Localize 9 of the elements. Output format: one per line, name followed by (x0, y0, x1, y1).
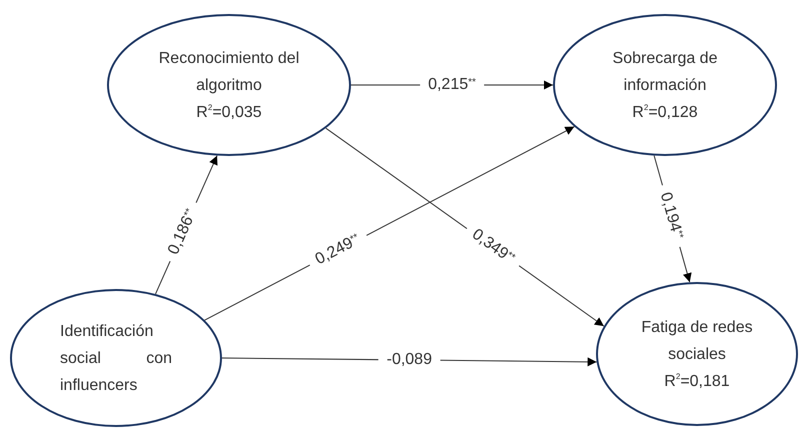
construct-label: R$^{2}$=0,035 (196, 102, 262, 122)
construct-label: Reconocimiento del algoritmo (158, 48, 300, 96)
construct-label: Sobrecarga de información (612, 48, 718, 96)
path-coefficient: -0,089 (378, 350, 440, 369)
construct-label: Identificación social con influencers (60, 322, 172, 396)
construct-label: R$^{2}$=0,181 (664, 370, 730, 392)
construct-label: R$^{2}$=0,128 (632, 102, 698, 122)
path-coefficient: 0,215$^{**}$ (420, 76, 484, 94)
construct-label: Fatiga de redes sociales (640, 318, 754, 364)
